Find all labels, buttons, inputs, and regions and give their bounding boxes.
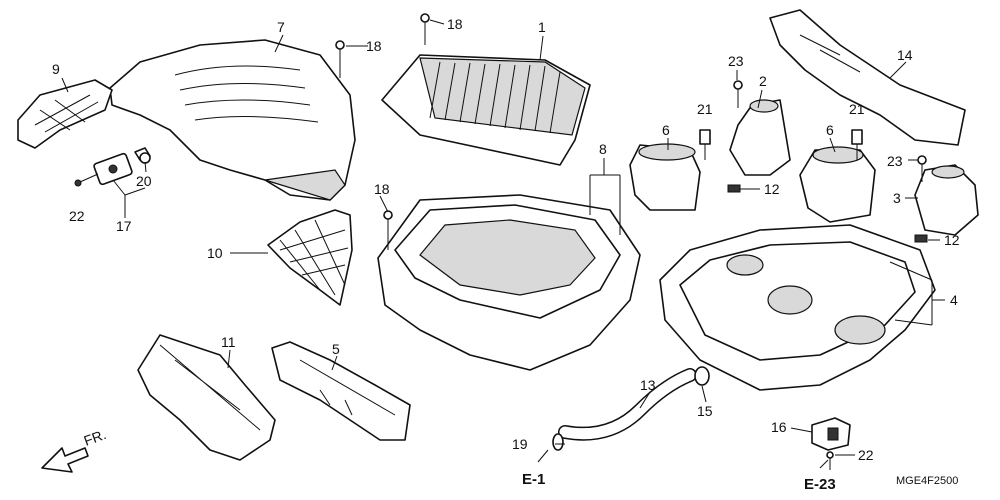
callout-10: 10 <box>207 245 223 261</box>
part-8-airbox-lower <box>377 194 641 371</box>
callout-6-right: 6 <box>826 122 834 138</box>
part-5-shield <box>271 341 411 441</box>
part-19-clip <box>552 433 564 451</box>
callout-3: 3 <box>893 190 901 206</box>
callout-17: 17 <box>116 218 132 234</box>
callout-5: 5 <box>332 341 340 357</box>
callout-13: 13 <box>640 377 656 393</box>
part-7-cover <box>109 39 356 201</box>
callout-19: 19 <box>512 436 528 452</box>
bolt-21-left <box>699 129 711 160</box>
callout-18-top: 18 <box>447 16 463 32</box>
bolt-23-left <box>733 80 743 108</box>
callout-15: 15 <box>697 403 713 419</box>
callout-11: 11 <box>221 334 236 350</box>
callout-23-left: 23 <box>728 53 744 69</box>
callout-21-right: 21 <box>849 101 865 117</box>
callout-7: 7 <box>277 19 285 35</box>
clip-12-left <box>727 184 741 193</box>
callout-1: 1 <box>538 19 546 35</box>
part-4-airbox-upper <box>659 224 936 391</box>
part-1-filter <box>381 54 591 166</box>
callout-20: 20 <box>136 173 152 189</box>
diagram-code: MGE4F2500 <box>896 475 958 487</box>
bolt-21-right <box>851 129 863 160</box>
callout-22-left: 22 <box>69 208 85 224</box>
front-arrow: FR. <box>41 426 109 473</box>
part-6-funnel-right <box>799 146 876 223</box>
bolt-18-top <box>420 13 430 45</box>
part-16-sensor <box>811 417 851 451</box>
callout-14: 14 <box>897 47 913 63</box>
part-13-hose <box>558 368 697 441</box>
part-9-duct <box>17 79 113 149</box>
callout-9: 9 <box>52 61 60 77</box>
part-3-duct <box>914 164 979 236</box>
callout-18-box: 18 <box>374 181 390 197</box>
callout-16: 16 <box>771 419 787 435</box>
screw-22-right <box>826 451 834 470</box>
callout-2: 2 <box>759 73 767 89</box>
front-marker-label: FR. <box>82 426 109 449</box>
bolt-18-cover <box>335 40 345 78</box>
callouts: 1 2 3 4 5 6 6 7 8 9 10 11 12 12 13 14 15… <box>52 16 960 463</box>
callout-18-cover: 18 <box>366 38 382 54</box>
reference-e23: E-23 <box>804 476 836 493</box>
callout-8: 8 <box>599 141 607 157</box>
part-14-bracket <box>769 9 966 146</box>
part-2-duct <box>729 99 791 176</box>
callout-12-left: 12 <box>764 181 780 197</box>
clip-20 <box>139 152 151 164</box>
part-15-clip <box>694 366 710 386</box>
leader-lines <box>61 19 945 469</box>
callout-6-left: 6 <box>662 122 670 138</box>
part-11-shield <box>137 334 276 461</box>
part-10-screen <box>267 209 353 306</box>
callout-4: 4 <box>950 292 958 308</box>
clip-12-right <box>914 234 928 243</box>
part-6-funnel-left <box>629 143 701 211</box>
callout-21-left: 21 <box>697 101 713 117</box>
callout-23-right: 23 <box>887 153 903 169</box>
callout-22-right: 22 <box>858 447 874 463</box>
callout-12-right: 12 <box>944 232 960 248</box>
reference-e1: E-1 <box>522 471 545 488</box>
